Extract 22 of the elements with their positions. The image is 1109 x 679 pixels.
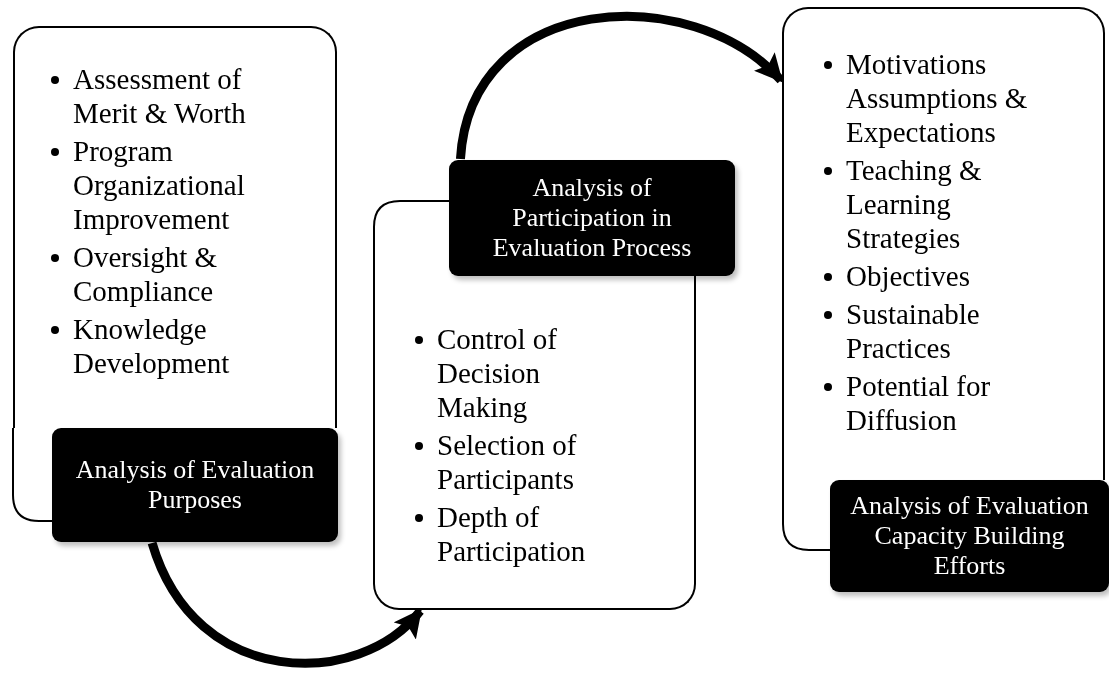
rounded-panel bbox=[13, 26, 337, 428]
bullet-item: Teaching & Learning Strategies bbox=[846, 153, 983, 255]
label-box bbox=[449, 160, 735, 276]
heading-text: Analysis of Evaluation Capacity Building Efforts bbox=[849, 491, 1090, 581]
bullet-item: Control of Decision Making bbox=[437, 322, 559, 424]
bullet-item: Knowledge Development bbox=[73, 312, 231, 380]
bullet-item: Potential for Diffusion bbox=[846, 369, 992, 437]
bullet-item: Selection of Participants bbox=[437, 428, 578, 496]
bullet-item: Program Organizational Improvement bbox=[73, 134, 246, 236]
bullet-item: Oversight & Compliance bbox=[73, 240, 219, 308]
rounded-panel bbox=[782, 7, 1105, 480]
label-box bbox=[830, 480, 1109, 592]
curved-arrow bbox=[147, 541, 424, 668]
bullet-item: Objectives bbox=[846, 259, 971, 293]
bullet-item: Assessment of Merit & Worth bbox=[73, 62, 247, 130]
bullet-item: Motivations Assumptions & Expectations bbox=[846, 47, 1029, 149]
label-box bbox=[52, 428, 338, 542]
heading-text: Analysis of Participation in Evaluation Process bbox=[491, 173, 693, 263]
rounded-panel bbox=[373, 276, 696, 610]
bullet-item: Sustainable Practices bbox=[846, 297, 981, 365]
bullet-item: Depth of Participation bbox=[437, 500, 587, 568]
heading-text: Analysis of Evaluation Purposes bbox=[74, 455, 316, 515]
